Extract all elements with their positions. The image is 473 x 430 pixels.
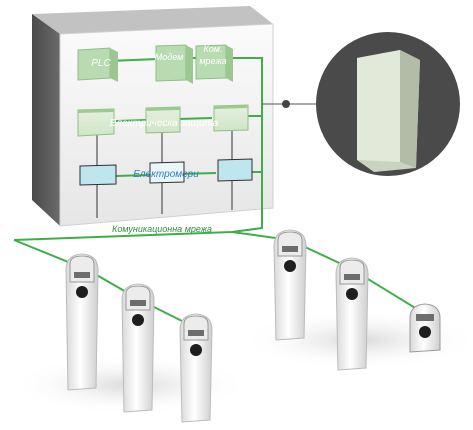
protection-module-3 (213, 104, 249, 132)
electrical-protection-label: Електрическа защита (110, 118, 219, 129)
wall-charger (409, 303, 441, 353)
charging-station-5 (335, 257, 369, 371)
enclosure-zoom-detail (316, 32, 460, 176)
plc-module (77, 47, 118, 82)
charging-station-3 (179, 313, 213, 423)
comm-net-label-line1: Ком. (204, 44, 223, 54)
modem-label: Модем (155, 52, 184, 62)
plc-label: PLC (91, 58, 111, 69)
comm-net-label-line2: мрежа (199, 56, 226, 66)
charging-station-4 (273, 229, 307, 341)
charging-station-2 (121, 283, 155, 413)
cabinet-side (32, 14, 60, 226)
meter-module-1 (79, 164, 117, 186)
communication-network-label: Комуникационна мрежа (112, 224, 212, 234)
electricity-meters-label: Електромери (133, 169, 199, 180)
protection-module-1 (77, 108, 115, 137)
zoom-connector-dot (282, 100, 290, 108)
meter-module-2 (149, 161, 185, 184)
charging-station-1 (65, 253, 99, 391)
comm-network-module (195, 44, 233, 82)
control-cabinet: PLC Модем Ком. мрежа Електрическа защита… (13, 6, 274, 241)
meter-module-3 (217, 158, 253, 182)
protection-module-2 (145, 106, 181, 134)
modem-module (155, 44, 193, 84)
cabinet-top (32, 6, 273, 34)
